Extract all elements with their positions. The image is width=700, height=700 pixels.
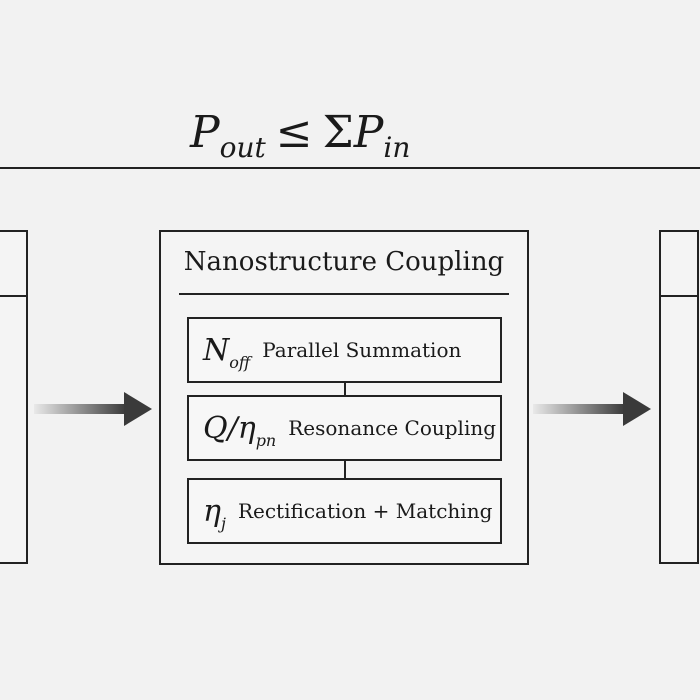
stage-symbol-sub: j [220,513,226,533]
stage-connector [344,459,346,478]
left-arrow-shaft [34,404,126,414]
equation-rhs-var: P [353,107,384,158]
equation-lhs-sub: out [219,131,266,164]
stage-symbol-main: N [203,332,230,368]
stage-symbol-main: Q/η [203,410,256,446]
equation-rhs-sub: in [383,131,411,164]
right-arrow-shaft [533,404,625,414]
stage-symbol-sub: pn [255,430,277,450]
block-title-divider [179,293,509,295]
stage-label: Parallel Summation [262,338,462,362]
power-inequality-equation: Pout≤ΣPin [190,103,410,178]
stage-symbol-main: η [203,493,221,529]
right-block-divider [661,295,697,297]
right-block [659,230,699,564]
equation-lhs-var: P [190,107,220,158]
stage-symbol-sub: off [229,352,251,372]
block-title: Nanostructure Coupling [183,247,505,277]
right-arrow-icon [34,392,152,426]
stage-label: Resonance Coupling [288,416,497,440]
equation-underline [0,167,700,169]
stage-label: Rectification + Matching [237,499,493,523]
equation-operator: ≤ [275,107,313,158]
left-arrow-head [124,392,152,426]
stage-connector [344,381,346,395]
right-arrow-icon [533,392,651,426]
right-arrow-head [623,392,651,426]
left-block [0,230,28,564]
left-block-divider [0,295,26,297]
equation-sum-symbol: Σ [322,107,354,158]
